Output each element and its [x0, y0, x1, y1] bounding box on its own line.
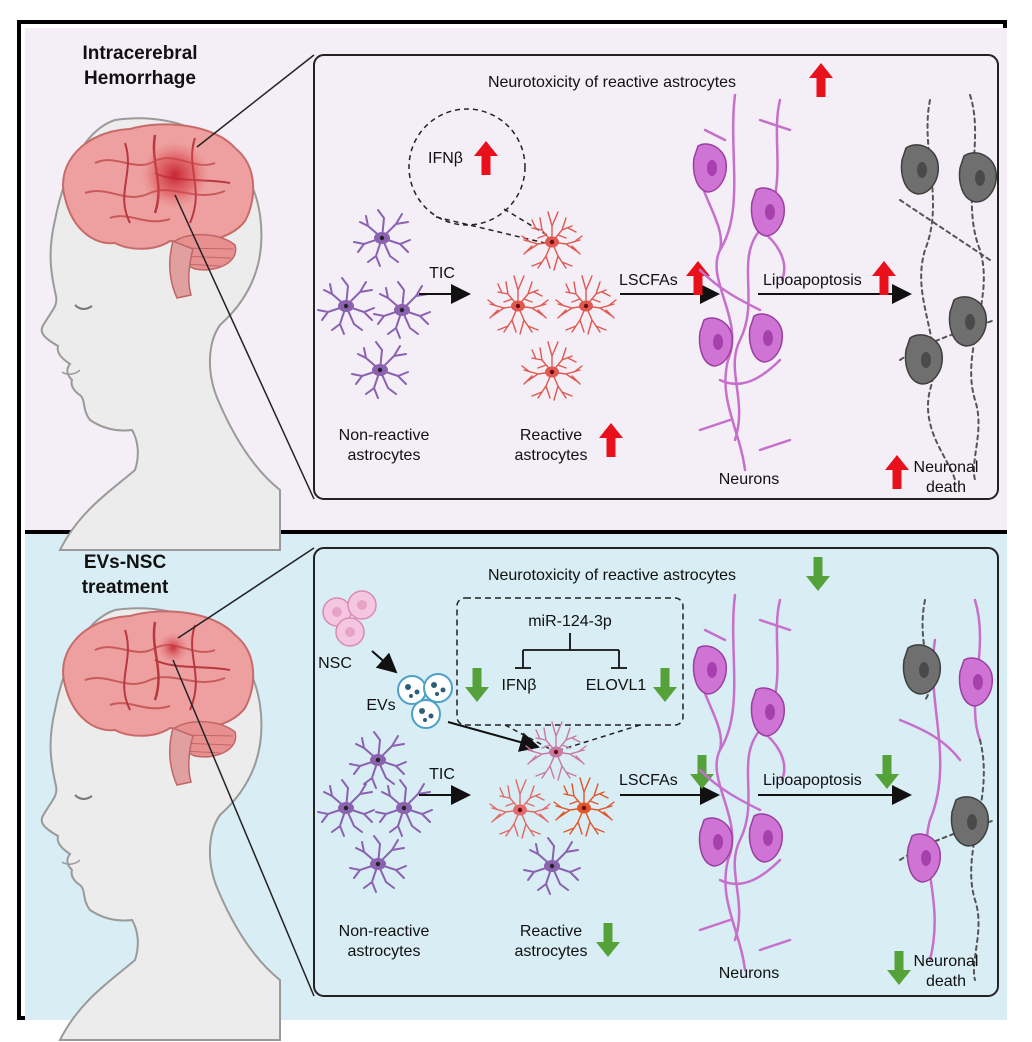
ev-vesicle [411, 699, 441, 729]
ich-heading: Neurotoxicity of reactive astrocytes [488, 74, 736, 91]
ich-head-illustration [40, 117, 282, 552]
lscfas-label: LSCFAs [619, 272, 678, 289]
hemorrhage-spot [141, 141, 209, 209]
reactive-label-line1: Reactive [520, 923, 582, 940]
nsc-label: NSC [318, 655, 352, 672]
evs-zoom-box [313, 547, 999, 997]
tic-label: TIC [429, 265, 455, 282]
dead-neuron-soma [904, 334, 944, 385]
dead-neuron-soma [958, 152, 998, 203]
mirna-zoom-line-right [559, 724, 641, 751]
death-label-line2: death [926, 973, 966, 990]
evs-heading: Neurotoxicity of reactive astrocytes [488, 567, 736, 584]
ich-title-line1: Intracerebral [82, 43, 197, 64]
mirna-label: miR-124-3p [528, 613, 612, 630]
zoom-line-bottom [174, 194, 315, 500]
death-label-line1: Neuronal [914, 459, 979, 476]
dead-neuron-soma [948, 296, 988, 347]
ifnb-zoom-line-left [435, 216, 546, 244]
evs-nsc-title: EVs-NSC treatment [82, 552, 169, 598]
evs-title-line1: EVs-NSC [84, 552, 167, 573]
neurons-partially-dead [898, 598, 996, 981]
evs-title-line2: treatment [82, 577, 169, 598]
evs-to-astrocyte-arrow [447, 721, 540, 752]
nonreactive-label-line1: Non-reactive [339, 427, 430, 444]
zoom-line-top [177, 547, 315, 639]
nonreactive-label-line2: astrocytes [348, 447, 421, 464]
reactive-label-line1: Reactive [520, 427, 582, 444]
ev-vesicle [423, 673, 453, 703]
reactive-label-line2: astrocytes [515, 943, 588, 960]
dead-neuron-soma [902, 644, 942, 695]
panel-divider [25, 530, 1007, 534]
ich-title: Intracerebral Hemorrhage [82, 43, 197, 89]
death-label-line2: death [926, 479, 966, 496]
mirna-box [456, 597, 684, 726]
evs-cell-labels: Non-reactive astrocytes Reactive astrocy… [339, 923, 979, 990]
evs-head-illustration [40, 607, 282, 1041]
ich-cell-labels: Non-reactive astrocytes Reactive astrocy… [339, 427, 979, 496]
neurons-label: Neurons [719, 965, 779, 982]
ifnb-zoom-circle [408, 108, 526, 226]
ifnb-label: IFNβ [428, 150, 463, 167]
hemorrhage-spot [157, 632, 189, 664]
tic-label: TIC [429, 766, 455, 783]
nsc-cells [322, 590, 377, 647]
neurons-label: Neurons [719, 471, 779, 488]
dead-neuron-soma [900, 144, 940, 195]
lipoapoptosis-label: Lipoapoptosis [763, 772, 862, 789]
ich-title-line2: Hemorrhage [84, 68, 196, 89]
nonreactive-label-line2: astrocytes [348, 943, 421, 960]
ifnb-label: IFNβ [502, 677, 537, 694]
inhibition-lines [515, 633, 627, 669]
death-label-line1: Neuronal [914, 953, 979, 970]
evs-label: EVs [366, 697, 395, 714]
zoom-line-top [196, 54, 315, 148]
lipoapoptosis-label: Lipoapoptosis [763, 272, 862, 289]
zoom-line-bottom [172, 659, 315, 997]
nsc-to-evs-arrow [371, 650, 398, 674]
lscfas-label: LSCFAs [619, 772, 678, 789]
reactive-label-line2: astrocytes [515, 447, 588, 464]
nonreactive-label-line1: Non-reactive [339, 923, 430, 940]
dead-neuron-soma [950, 796, 990, 847]
elovl1-label: ELOVL1 [586, 677, 647, 694]
